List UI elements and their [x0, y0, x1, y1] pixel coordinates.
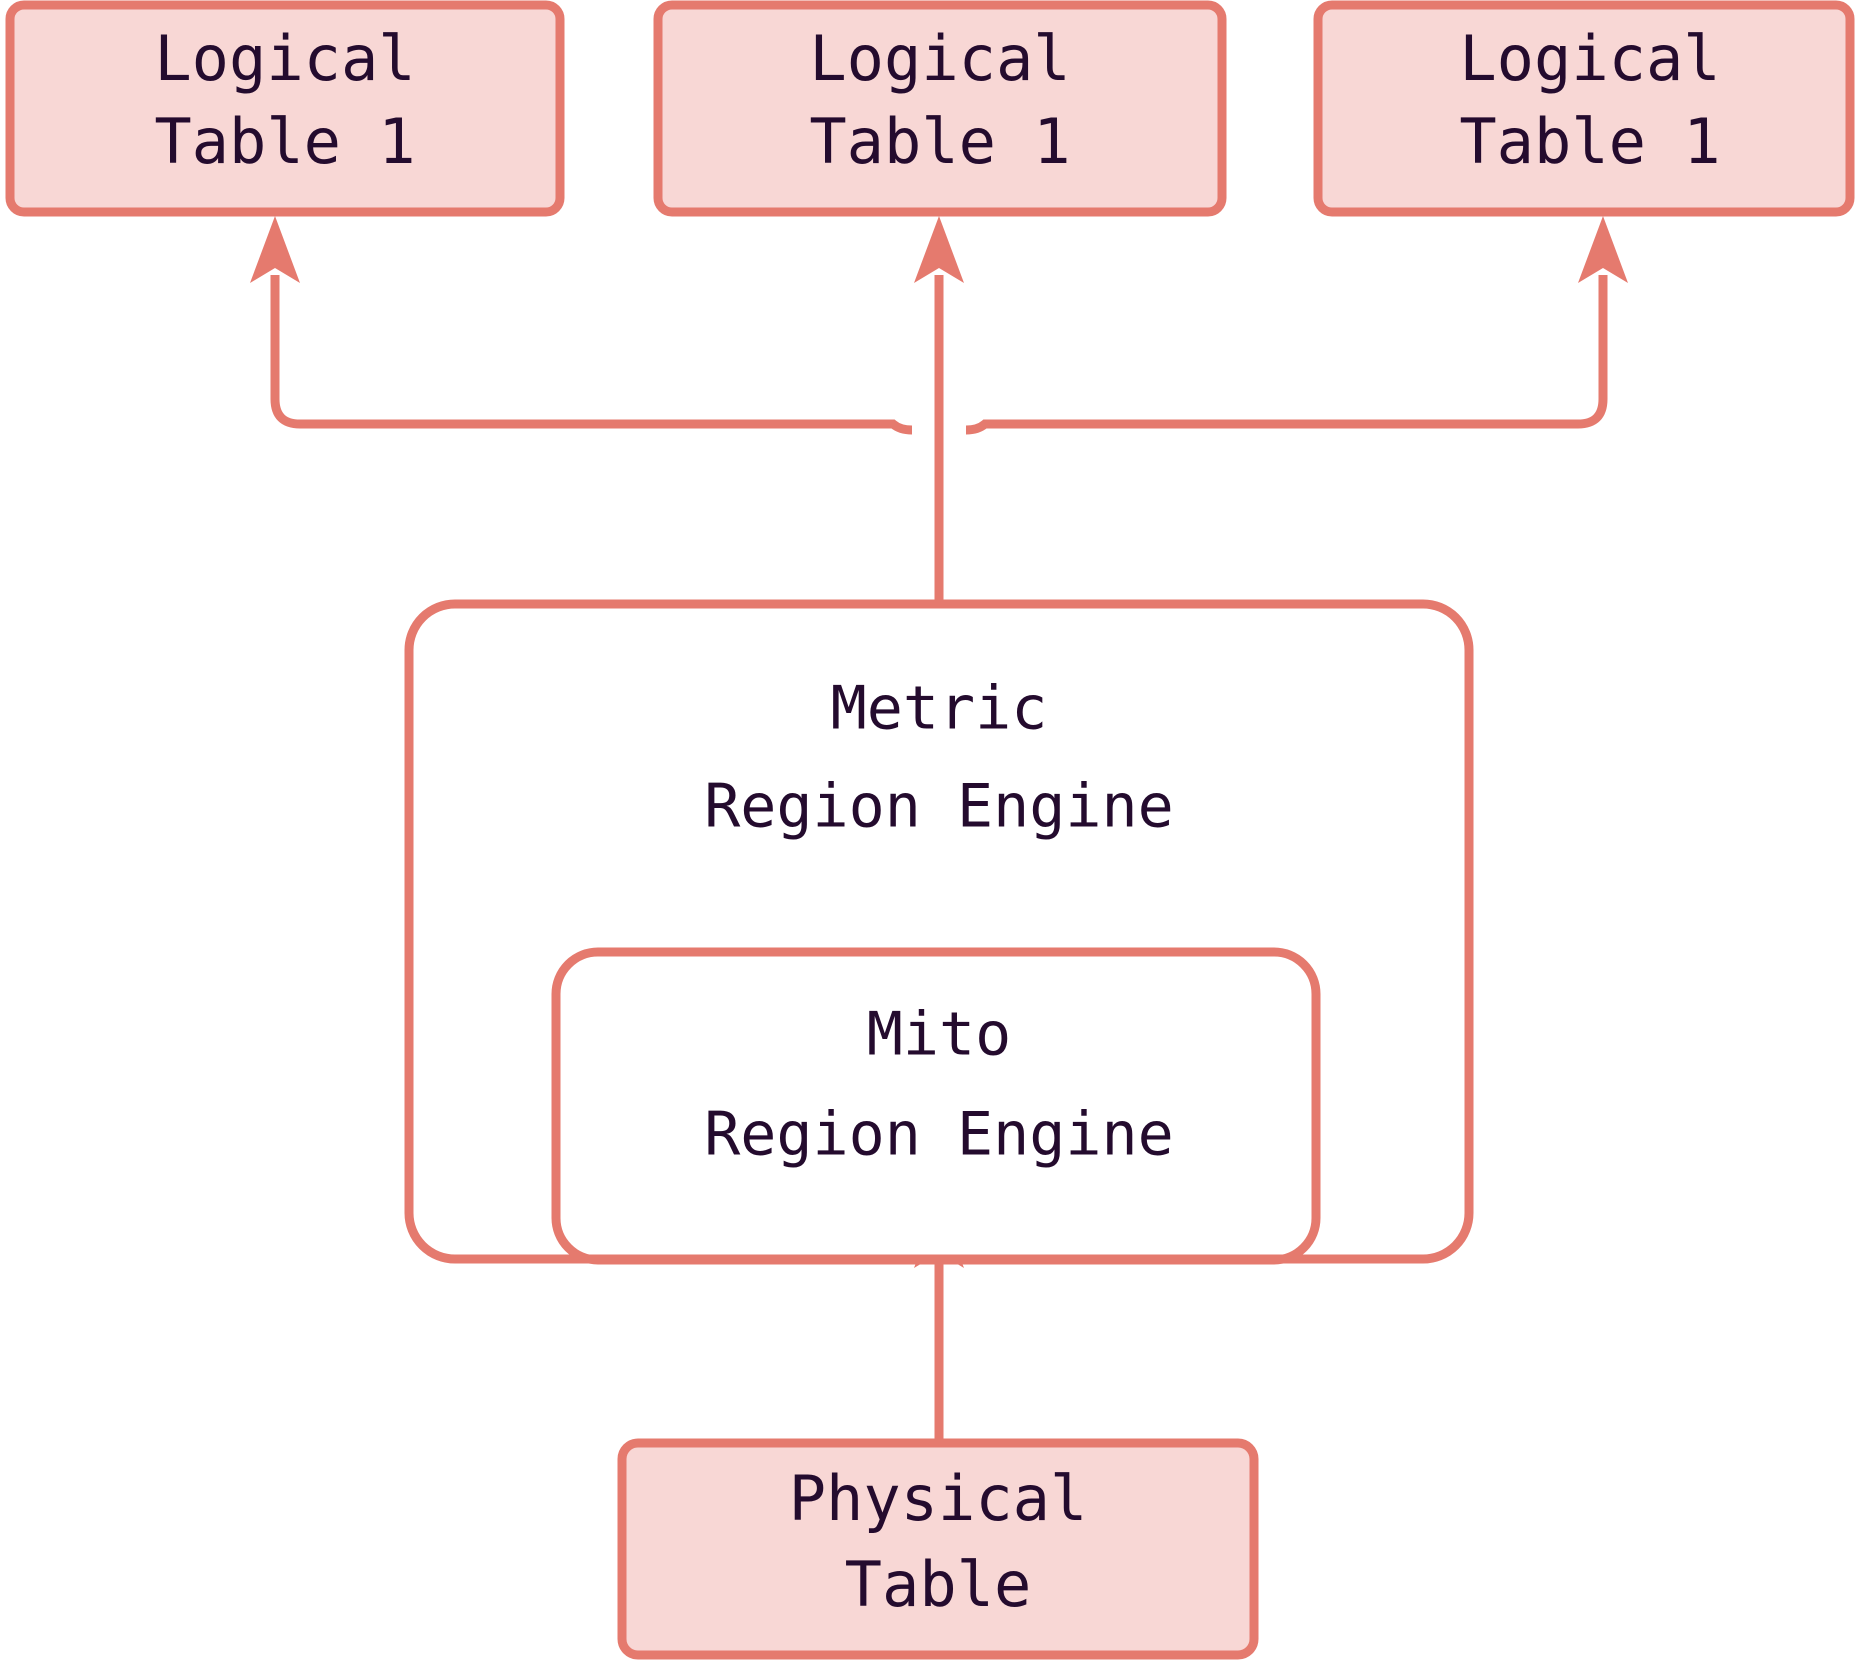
logical-table-2-label-line1: Logical [809, 22, 1070, 95]
logical-table-3-label-line1: Logical [1459, 22, 1720, 95]
mito-region-engine-label-line1: Mito [867, 1000, 1012, 1070]
logical-table-3-box[interactable] [1313, 0, 1855, 217]
logical-table-3-label-line2: Table 1 [1459, 105, 1720, 178]
edge-metric-to-logical-3-arrowhead [1578, 216, 1628, 283]
logical-table-2-node[interactable]: Logical Table 1 [653, 0, 1227, 217]
logical-table-1-node[interactable]: Logical Table 1 [5, 0, 565, 217]
logical-table-2-label-line2: Table 1 [809, 105, 1070, 178]
edge-metric-to-logical-1-arrowhead [250, 216, 300, 283]
physical-table-box[interactable] [617, 1438, 1259, 1660]
metric-region-engine-label-line1: Metric [831, 674, 1048, 744]
metric-region-engine-label-line2: Region Engine [704, 772, 1174, 842]
mito-region-engine-label-line2: Region Engine [704, 1100, 1174, 1170]
mito-region-engine-node[interactable]: Mito Region Engine [551, 947, 1321, 1265]
physical-table-label-line1: Physical [789, 1462, 1088, 1535]
edge-metric-to-logical-2-arrowhead [914, 216, 964, 283]
logical-table-1-box[interactable] [5, 0, 565, 217]
edge-metric-to-logical-3-line [965, 275, 1608, 435]
logical-table-1-label-line1: Logical [154, 22, 415, 95]
logical-table-1-label-line2: Table 1 [154, 105, 415, 178]
logical-table-2-box[interactable] [653, 0, 1227, 217]
physical-table-node[interactable]: Physical Table [617, 1438, 1259, 1660]
logical-table-3-node[interactable]: Logical Table 1 [1313, 0, 1855, 217]
physical-table-label-line2: Table [845, 1548, 1032, 1621]
edge-metric-to-logical-1-line [270, 275, 913, 435]
connector-layer [250, 216, 1628, 1442]
